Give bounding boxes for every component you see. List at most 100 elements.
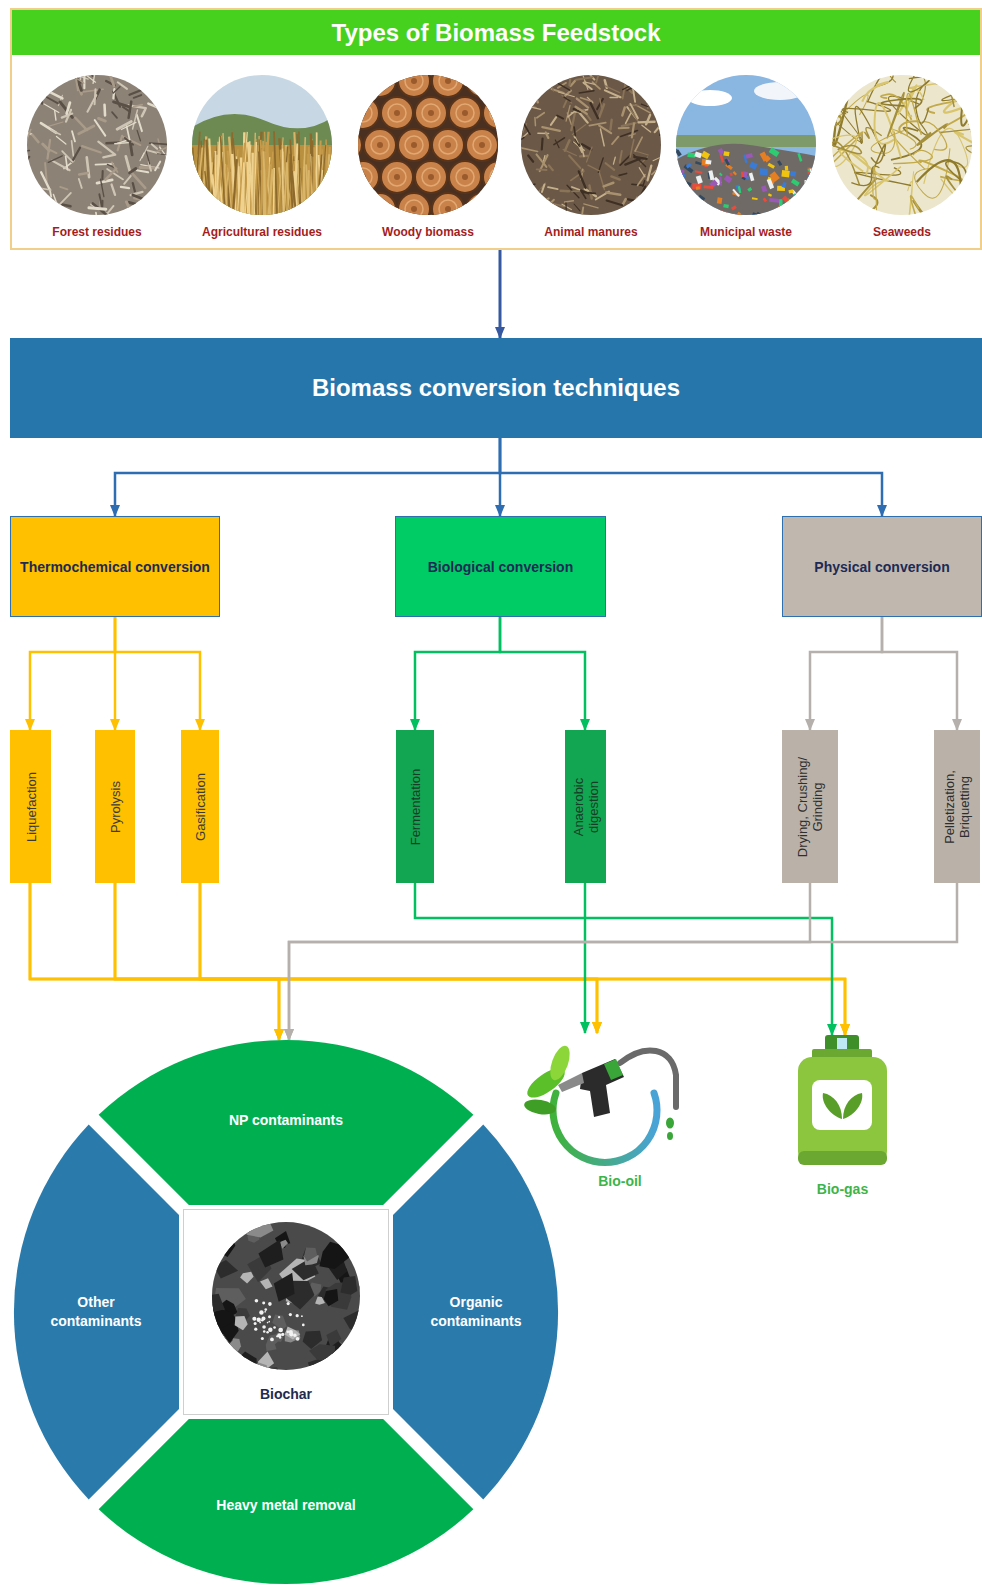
log — [500, 193, 504, 223]
feedstock-label: Woody biomass — [352, 225, 504, 239]
straw — [198, 165, 200, 223]
cloud — [754, 82, 806, 100]
feed-fiber — [155, 162, 160, 171]
feed-fiber — [584, 204, 598, 208]
ring-segment-shape — [14, 1120, 179, 1505]
ash-speck — [273, 1326, 276, 1329]
log-ring — [405, 73, 423, 90]
ash-speck — [269, 1304, 271, 1306]
feed-fiber — [524, 124, 530, 134]
feed-fiber — [137, 130, 140, 141]
method-label: Anaerobic digestion — [571, 757, 601, 857]
litter — [790, 216, 798, 220]
feed-fiber — [637, 195, 652, 200]
feed-fiber — [634, 157, 646, 159]
feed-fiber — [21, 103, 22, 109]
feed-fiber — [575, 139, 579, 147]
seaweed-strand — [970, 183, 978, 204]
litter — [718, 210, 727, 217]
log-core — [377, 206, 383, 212]
log-core — [377, 142, 383, 148]
ash-speck — [296, 1337, 300, 1341]
char-piece — [195, 1215, 216, 1235]
char-piece — [332, 1213, 363, 1240]
hill — [186, 113, 338, 223]
char-piece — [237, 1352, 257, 1378]
feed-fiber — [36, 198, 43, 207]
litter — [672, 202, 675, 212]
feed-fiber — [623, 84, 625, 98]
feed-fiber — [533, 74, 536, 81]
connector — [415, 883, 832, 1035]
feed-fiber — [620, 151, 622, 163]
feed-fiber — [604, 183, 614, 187]
feed-fiber — [579, 91, 594, 93]
litter — [763, 221, 774, 223]
feedstock-item: Municipal waste — [670, 73, 822, 249]
method-label: Liquefaction — [23, 737, 38, 876]
litter — [719, 173, 723, 177]
seaweed-strand — [917, 124, 947, 145]
litter — [671, 214, 676, 221]
method-label: Drying, Crushing/ Grinding — [795, 737, 825, 876]
litter — [694, 152, 702, 159]
straw — [294, 132, 299, 223]
litter — [811, 212, 817, 222]
char-piece — [235, 1316, 248, 1330]
feed-fiber — [634, 155, 646, 167]
feed-fiber — [83, 75, 85, 88]
feed-fiber — [591, 103, 598, 118]
litter — [732, 223, 739, 224]
log-core — [428, 110, 434, 116]
feed-fiber — [66, 110, 71, 122]
segment-label: Heavy metal removal — [161, 1496, 411, 1515]
straw — [259, 139, 263, 223]
litter — [685, 212, 691, 217]
litter — [731, 205, 737, 210]
feed-fiber — [137, 115, 142, 131]
ash-speck — [270, 1338, 274, 1342]
ring-segment-shape — [393, 1120, 558, 1505]
litter — [819, 172, 822, 177]
feed-fiber — [653, 155, 664, 160]
straw — [274, 131, 277, 223]
feed-fiber — [623, 83, 635, 89]
litter — [723, 204, 729, 208]
log-ring — [405, 200, 423, 218]
feed-fiber — [48, 122, 63, 126]
log-core — [479, 206, 485, 212]
feed-fiber — [515, 119, 520, 125]
feed-fiber — [515, 137, 524, 146]
feed-fiber — [662, 118, 667, 132]
feed-fiber — [641, 76, 647, 80]
feed-texture — [826, 73, 978, 223]
feed-fiber — [554, 210, 566, 216]
valve — [825, 1035, 859, 1051]
feed-fiber — [592, 73, 600, 74]
feed-fiber — [27, 130, 31, 141]
straw — [247, 141, 249, 223]
litter — [781, 170, 789, 178]
feed-fiber — [129, 202, 148, 207]
feed-fiber — [557, 115, 563, 118]
feed-fiber — [565, 203, 566, 211]
connector — [30, 883, 279, 1040]
feedstock-label: Agricultural residues — [186, 225, 338, 239]
seaweed-strand — [826, 73, 852, 98]
straw — [186, 151, 188, 223]
category-label: Biological conversion — [425, 559, 576, 575]
ash-speck — [264, 1311, 266, 1313]
feed-fiber — [548, 202, 563, 206]
feed-fiber — [599, 104, 604, 117]
litter — [760, 168, 768, 175]
feedstock-photo — [186, 73, 338, 223]
feed-fiber — [66, 156, 68, 169]
litter — [686, 163, 692, 168]
feed-fiber — [606, 193, 620, 195]
feedstock-photo — [352, 73, 504, 223]
connector — [115, 883, 845, 1035]
straw — [307, 154, 309, 223]
litter — [673, 207, 679, 213]
category-box: Thermochemical conversion — [10, 516, 220, 617]
feedstock-label: Animal manures — [515, 225, 667, 239]
